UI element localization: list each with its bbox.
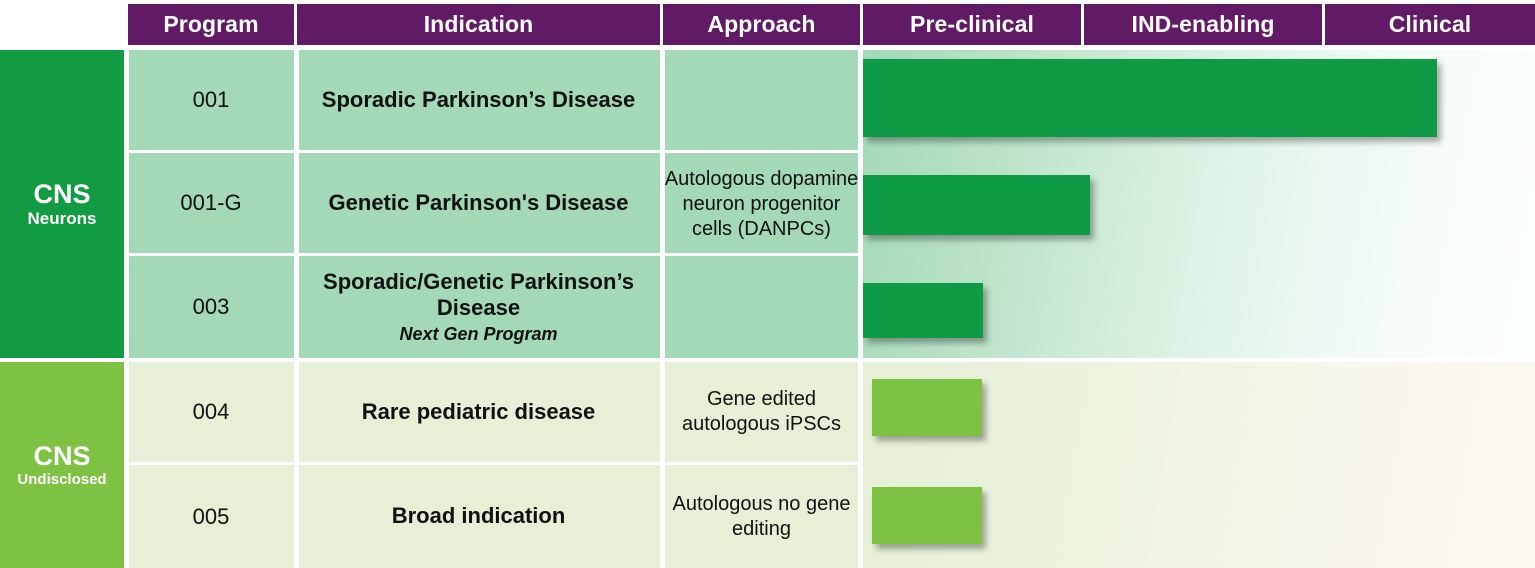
column-header-clinical-label: Clinical (1388, 11, 1472, 37)
table-row: 004 (128, 362, 294, 462)
table-row: 005 (128, 465, 294, 568)
approach-cell-neurons: Autologous dopamine neuron progenitor ce… (663, 50, 860, 358)
indication-note: Next Gen Program (399, 323, 558, 344)
progress-bar-004 (872, 379, 982, 436)
category-subtitle-cns-neurons: Neurons (27, 208, 97, 228)
column-header-indication: Indication (297, 4, 660, 45)
column-header-program: Program (128, 4, 294, 45)
column-header-program-label: Program (163, 11, 259, 37)
grid-divider-vertical (124, 48, 129, 568)
grid-divider-vertical (294, 48, 299, 568)
column-header-preclinical: Pre-clinical (863, 4, 1081, 45)
approach-cell: Gene edited autologous iPSCs (663, 362, 860, 462)
approach-cell: Autologous no gene editing (663, 465, 860, 568)
category-title-cns-undisclosed: CNS (33, 440, 91, 471)
approach-text: Autologous dopamine neuron progenitor ce… (664, 167, 859, 240)
approach-text: Autologous no gene editing (672, 492, 851, 540)
grid-divider-horizontal (128, 462, 860, 465)
table-row: 003 (128, 256, 294, 358)
program-id: 001-G (180, 190, 242, 215)
indication-text: Rare pediatric disease (361, 398, 596, 424)
grid-divider-horizontal (128, 253, 860, 256)
grid-divider-vertical (660, 48, 665, 568)
column-header-approach: Approach (663, 4, 860, 45)
column-header-clinical: Clinical (1325, 4, 1535, 45)
progress-bar-005 (872, 487, 982, 544)
grid-divider-vertical (858, 48, 863, 568)
table-row: 001 (128, 50, 294, 150)
program-id: 001 (192, 87, 230, 112)
progress-bar-003 (863, 283, 983, 338)
program-id: 004 (192, 399, 230, 424)
approach-text: Gene edited autologous iPSCs (682, 388, 841, 435)
indication-cell: Sporadic Parkinson’s Disease (297, 50, 660, 150)
category-subtitle-cns-undisclosed: Undisclosed (17, 471, 107, 489)
progress-bar-001 (863, 59, 1437, 137)
column-header-ind-enabling: IND-enabling (1084, 4, 1322, 45)
column-header-ind-enabling-label: IND-enabling (1131, 11, 1275, 37)
column-header-preclinical-label: Pre-clinical (910, 11, 1034, 37)
column-header-indication-label: Indication (423, 11, 534, 37)
indication-text: Genetic Parkinson's Disease (328, 189, 629, 215)
grid-divider-horizontal (128, 150, 860, 153)
indication-text: Sporadic/Genetic Parkinson’s Disease (323, 268, 634, 321)
category-title-cns-neurons: CNS (33, 178, 91, 209)
program-id: 005 (192, 503, 230, 529)
indication-cell: Sporadic/Genetic Parkinson’s Disease Nex… (297, 256, 660, 358)
indication-cell: Broad indication (297, 465, 660, 568)
category-block-cns-undisclosed: CNS Undisclosed (0, 362, 124, 568)
progress-bar-001-g (863, 175, 1090, 235)
indication-text: Broad indication (391, 503, 566, 529)
indication-text: Sporadic Parkinson’s Disease (321, 86, 636, 112)
category-block-cns-neurons: CNS Neurons (0, 50, 124, 358)
grid-divider-horizontal (0, 358, 1535, 362)
indication-cell: Rare pediatric disease (297, 362, 660, 462)
column-header-approach-label: Approach (707, 11, 816, 37)
indication-cell: Genetic Parkinson's Disease (297, 153, 660, 253)
program-id: 003 (192, 294, 230, 319)
table-row: 001-G (128, 153, 294, 253)
